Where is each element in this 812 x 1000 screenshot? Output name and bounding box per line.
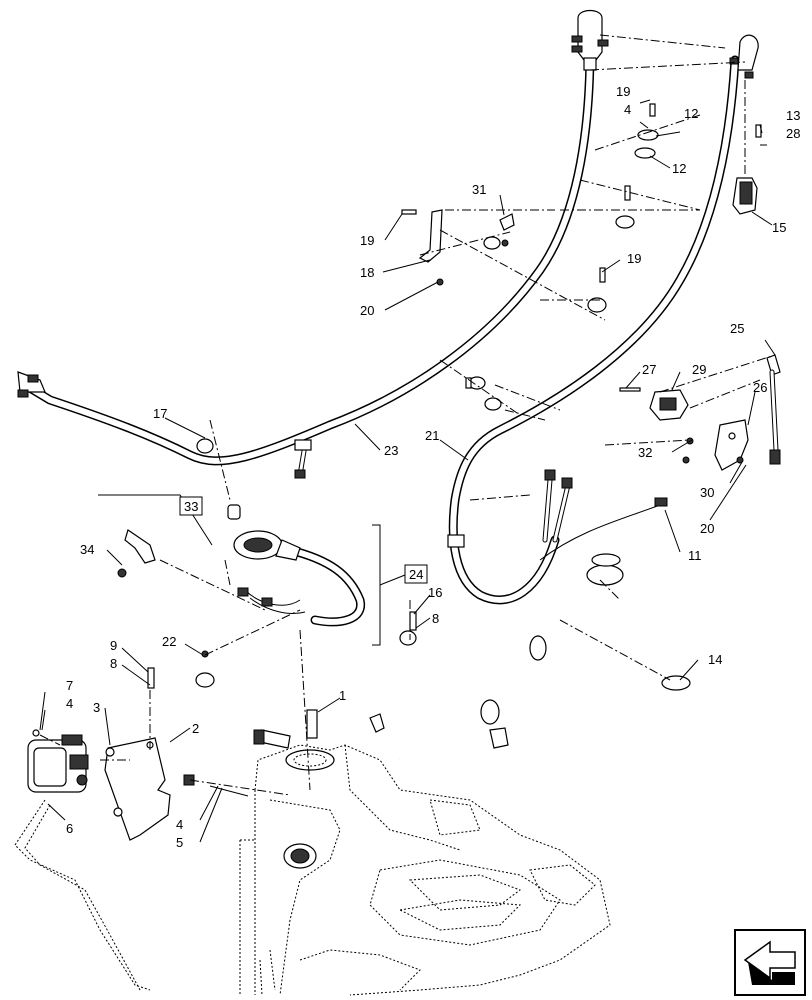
leader-lines: [39, 99, 776, 843]
callout-labels: 19 4 12 12 13 28 15 31 19 18 20 19 17 23…: [66, 84, 800, 850]
assembly-lines: [39, 34, 776, 796]
callout-31: 31: [472, 182, 486, 197]
callout-13: 13: [786, 108, 800, 123]
callout-24-boxed: 24: [409, 567, 423, 582]
callout-32: 32: [638, 445, 652, 460]
callout-11: 11: [688, 548, 702, 563]
pump-module-6: [14, 734, 151, 991]
bracket-30: [714, 419, 749, 471]
group-brackets: [98, 494, 406, 646]
callout-19: 19: [360, 233, 374, 248]
sender-harness-24: [233, 530, 366, 627]
fuel-tank: [239, 744, 611, 996]
fittings: [32, 103, 762, 797]
callout-7: 7: [66, 678, 73, 693]
callout-4: 4: [176, 817, 183, 832]
callout-21: 21: [425, 428, 439, 443]
callout-8: 8: [110, 656, 117, 671]
callout-20: 20: [700, 521, 714, 536]
callout-2: 2: [192, 721, 199, 736]
callout-25: 25: [730, 321, 744, 336]
callout-19: 19: [627, 251, 641, 266]
direction-arrow-icon: [734, 929, 806, 996]
valve-29: [649, 389, 689, 421]
callout-4: 4: [66, 696, 73, 711]
callout-1: 1: [339, 688, 346, 703]
callout-33-boxed: 33: [184, 499, 198, 514]
callout-28: 28: [786, 126, 800, 141]
callout-15: 15: [772, 220, 786, 235]
bracket-2: [104, 737, 171, 841]
callout-17: 17: [153, 406, 167, 421]
callout-20: 20: [360, 303, 374, 318]
callout-30: 30: [700, 485, 714, 500]
callout-22: 22: [162, 634, 176, 649]
callout-14: 14: [708, 652, 722, 667]
hose-assembly-21: [447, 34, 759, 605]
callout-4: 4: [624, 102, 631, 117]
callout-18: 18: [360, 265, 374, 280]
callout-9: 9: [110, 638, 117, 653]
bracket-18: [418, 209, 443, 263]
callout-26: 26: [753, 380, 767, 395]
callout-8: 8: [432, 611, 439, 626]
callout-5: 5: [176, 835, 183, 850]
callout-34: 34: [80, 542, 94, 557]
callout-12: 12: [684, 106, 698, 121]
callout-23: 23: [384, 443, 398, 458]
hose-assembly-23: [17, 9, 609, 479]
callout-27: 27: [642, 362, 656, 377]
callout-19: 19: [616, 84, 630, 99]
clamps: [195, 129, 781, 691]
callout-12: 12: [672, 161, 686, 176]
callout-6: 6: [66, 821, 73, 836]
callout-3: 3: [93, 700, 100, 715]
callout-16: 16: [428, 585, 442, 600]
callout-29: 29: [692, 362, 706, 377]
filler-neck: [396, 553, 627, 768]
valve-15: [732, 177, 758, 215]
